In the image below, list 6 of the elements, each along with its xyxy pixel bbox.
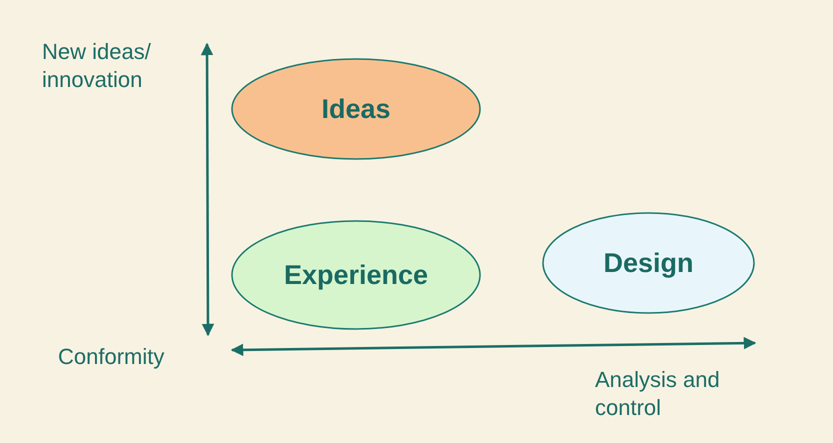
axis-label: Analysis and control <box>595 366 721 422</box>
node-label: Experience <box>284 260 428 290</box>
axis-label: Conformity <box>58 343 166 371</box>
node-label: Design <box>603 248 694 278</box>
node-label: Ideas <box>321 94 391 124</box>
axis-label: New ideas/ innovation <box>42 38 152 94</box>
